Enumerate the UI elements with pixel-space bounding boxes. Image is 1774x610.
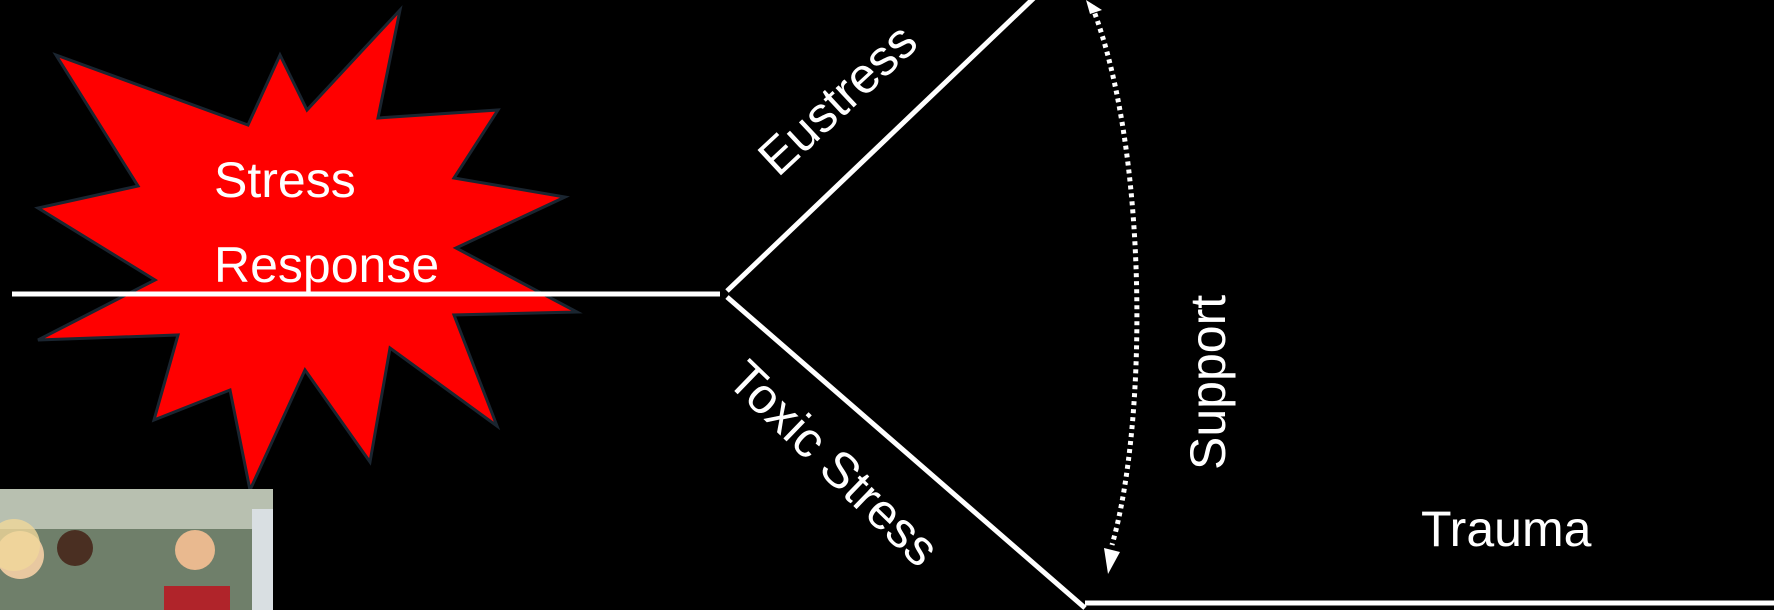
response-label: Response [214,237,439,293]
stress-label: Stress [214,152,356,208]
support-label: Support [1180,295,1236,470]
children-photo [0,489,273,610]
support-arrowhead-bottom [1104,548,1120,574]
eustress-label: Eustress [747,12,927,186]
trauma-label: Trauma [1421,501,1592,557]
support-arrowhead-top [1086,0,1102,14]
support-arrow [1092,6,1137,545]
